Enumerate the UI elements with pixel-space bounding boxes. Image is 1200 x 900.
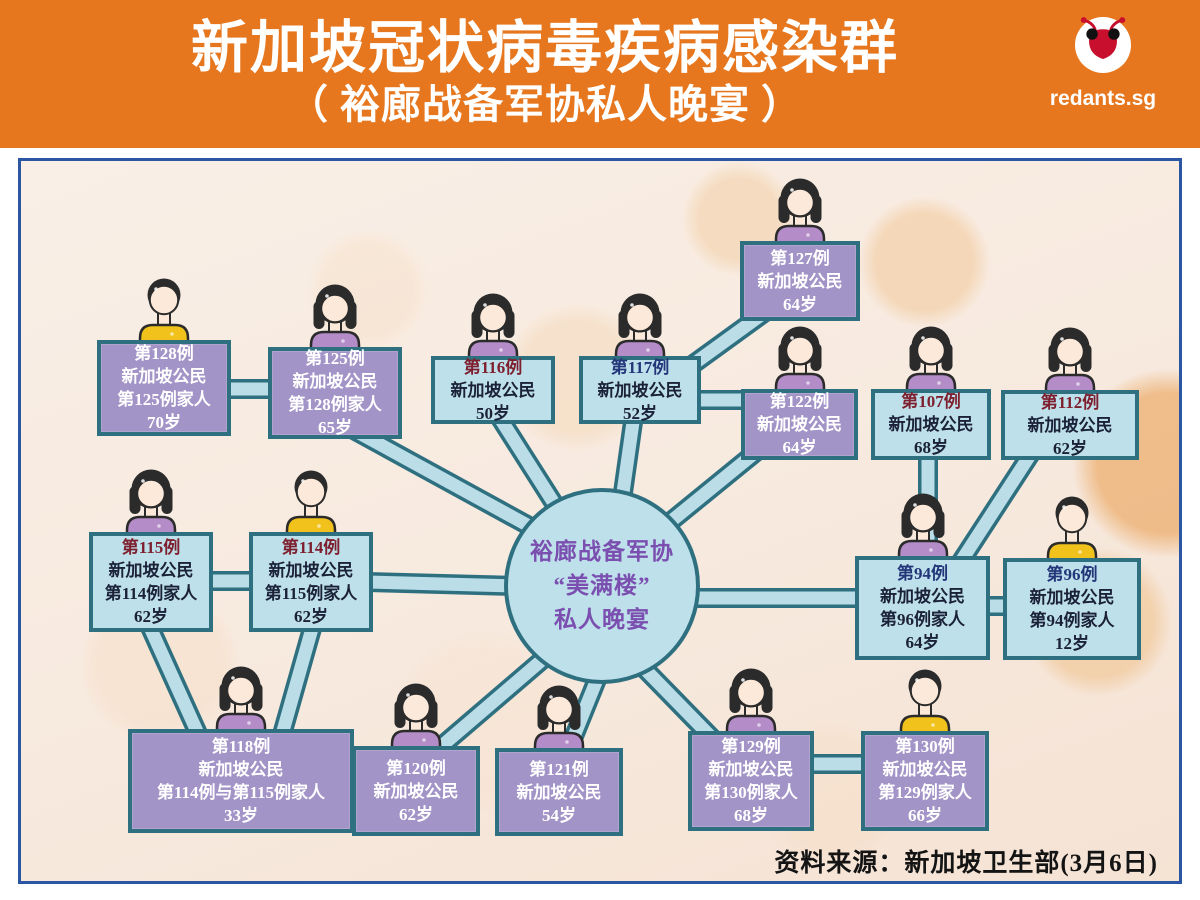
hub-line-2: “美满楼” — [553, 573, 651, 598]
page-title: 新加坡冠状病毒疾病感染群 — [191, 17, 899, 80]
ant-logo-icon — [1068, 17, 1138, 84]
page-subtitle: （ 裕廊战备军协私人晚宴 ） — [288, 82, 802, 127]
source-note: 资料来源：新加坡卫生部(3月6日) — [774, 850, 1158, 877]
hub-line-1: 裕廊战备军协 — [530, 539, 674, 564]
hub-line-3: 私人晚宴 — [554, 607, 650, 632]
header-banner: 新加坡冠状病毒疾病感染群 （ 裕廊战备军协私人晚宴 ） redants.sg — [0, 0, 1200, 148]
logo-text: redants.sg — [1049, 87, 1157, 110]
cluster-hub: 裕廊战备军协 “美满楼” 私人晚宴 — [504, 488, 700, 684]
redants-logo: redants.sg — [1038, 10, 1168, 111]
title-block: 新加坡冠状病毒疾病感染群 （ 裕廊战备军协私人晚宴 ） — [0, 0, 1090, 148]
